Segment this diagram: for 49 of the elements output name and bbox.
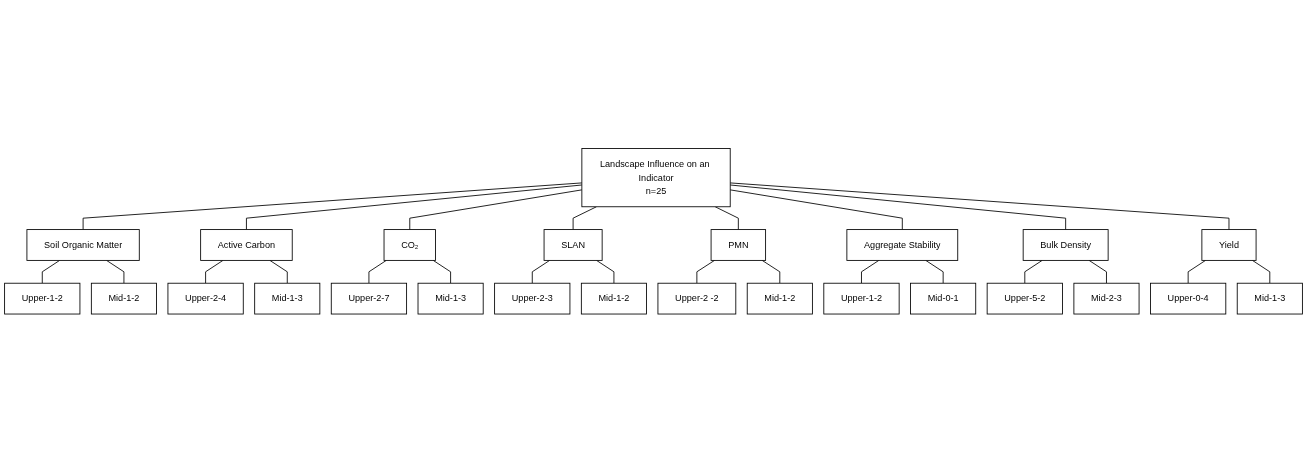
connector [925,259,944,284]
node-box: Mid-1-2 [580,282,647,315]
connector [1187,259,1206,284]
node-box: Mid-1-2 [90,282,157,315]
connector [432,259,452,284]
connector [205,259,224,284]
node-box: Upper-1-2 [823,282,900,315]
connector [106,259,125,284]
node-box: PMN [710,228,767,261]
node-box: Mid-2-3 [1073,282,1140,315]
node-box: Upper-2 -2 [657,282,737,315]
node-box: Landscape Influence on an Indicator n=25 [581,147,731,207]
node-box: Active Carbon [200,228,293,261]
node-box: Upper-1-2 [4,282,81,315]
node-box: Mid-1-3 [417,282,484,315]
node-box: Mid-0-1 [910,282,977,315]
connector [761,259,781,284]
node-box: Upper-2-3 [494,282,571,315]
connector [1024,259,1043,284]
connector [531,259,551,284]
node-box: Upper-2-7 [330,282,408,315]
connector [729,184,1067,230]
connector [729,182,1230,230]
node-box: Soil Organic Matter [26,228,140,261]
node-box: CO₂ [383,228,436,261]
connector [246,184,583,230]
node-box: Mid-1-3 [1236,282,1303,315]
connector [696,259,715,284]
connector [41,259,61,284]
connector [1252,259,1271,284]
connector [368,259,387,284]
connector [82,182,583,230]
node-box: Upper-5-2 [986,282,1063,315]
node-box: Upper-0-4 [1150,282,1227,315]
node-box: Mid-1-2 [746,282,813,315]
connector [409,189,583,230]
connector [596,259,615,284]
connector [729,189,903,230]
connector [572,206,597,230]
connector [269,259,288,284]
node-box: Upper-2-4 [167,282,244,315]
node-box: Aggregate Stability [846,228,959,261]
node-box: Mid-1-3 [254,282,321,315]
connector [861,259,880,284]
connector [714,206,739,230]
connector [1088,259,1107,284]
node-box: SLAN [543,228,603,261]
node-box: Bulk Density [1022,228,1109,261]
node-box: Yield [1201,228,1257,261]
